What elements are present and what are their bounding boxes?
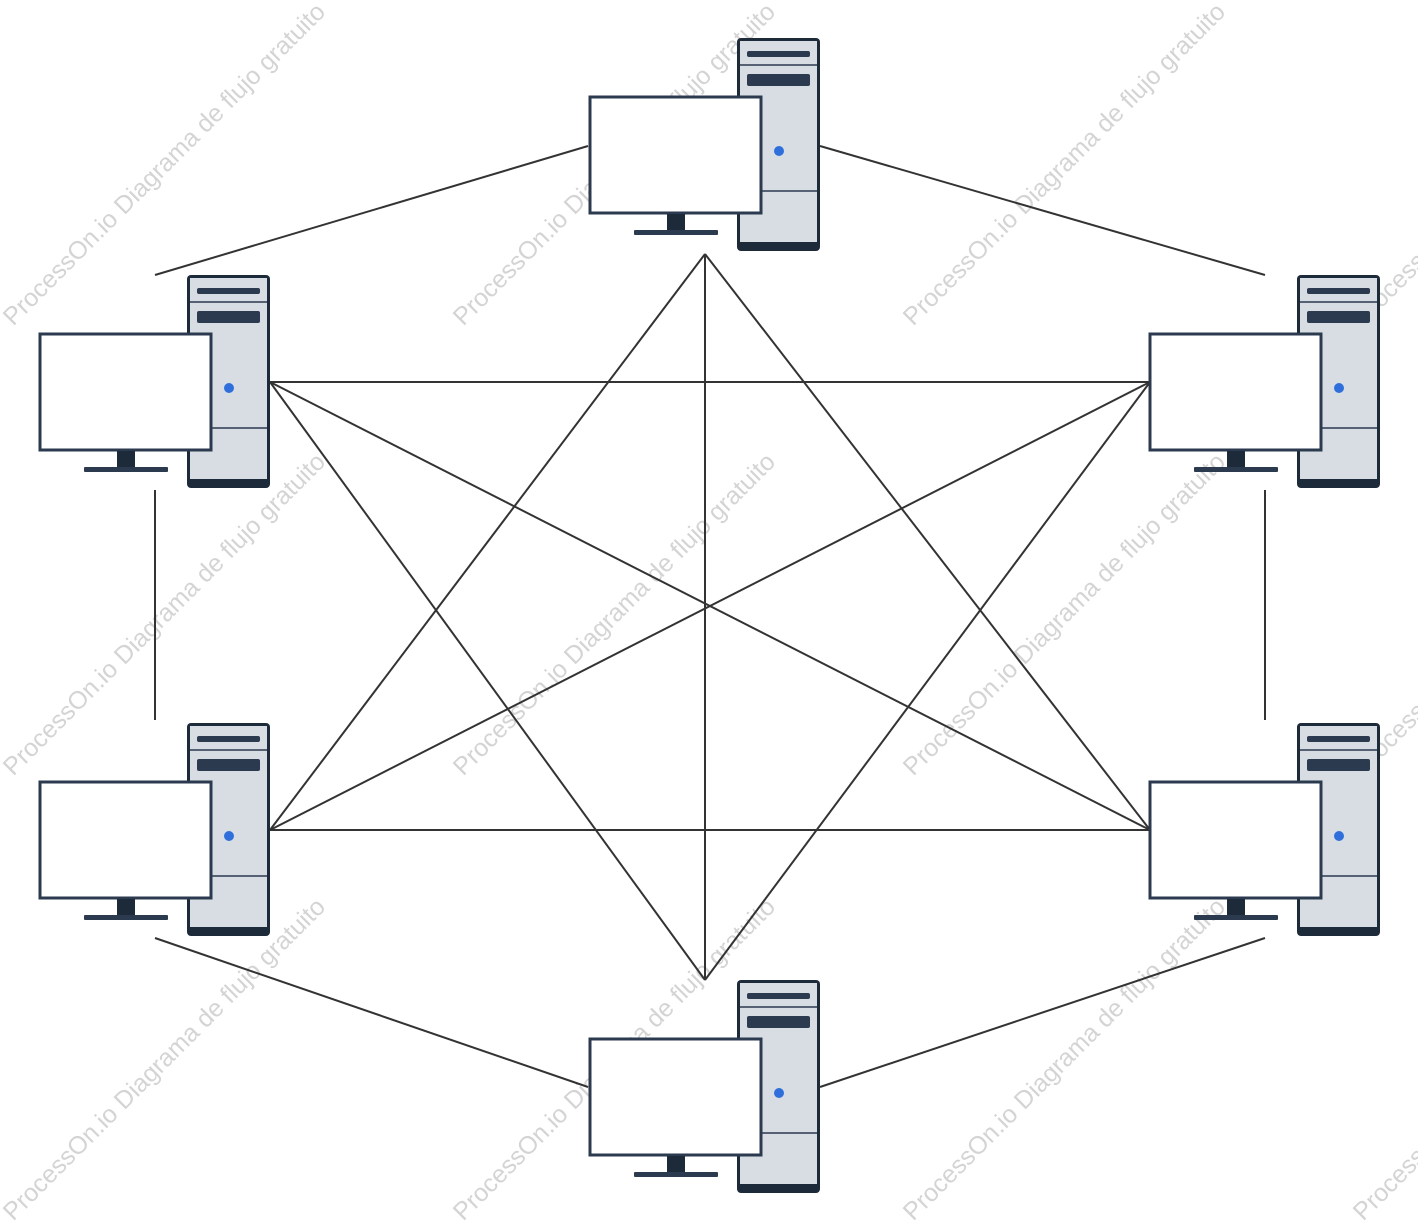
monitor-neck xyxy=(1227,899,1245,916)
computer-upper-left[interactable] xyxy=(38,275,270,488)
drive-bay xyxy=(1307,311,1370,323)
computer-upper-right[interactable] xyxy=(1148,275,1380,488)
drive-slot xyxy=(747,51,810,57)
computer-lower-right[interactable] xyxy=(1148,723,1380,936)
power-led-icon xyxy=(1334,831,1344,841)
computer-lower-left[interactable] xyxy=(38,723,270,936)
watermark-text: ProcessOn.io Diagrama de flujo gratuito xyxy=(898,0,1231,331)
drive-bay xyxy=(747,74,810,86)
monitor-base xyxy=(84,467,168,472)
connection-bottom-to-upper-left xyxy=(269,381,706,981)
drive-slot xyxy=(1307,288,1370,294)
watermark-text: ProcessOn.io Diagrama de flujo gratuito xyxy=(898,893,1231,1226)
monitor-screen xyxy=(38,332,213,452)
desktop-computer-icon xyxy=(588,38,820,251)
monitor-base xyxy=(634,230,718,235)
connection-lower-left-to-bottom xyxy=(154,937,589,1088)
drive-slot xyxy=(1307,736,1370,742)
drive-bay xyxy=(1307,759,1370,771)
power-led-icon xyxy=(224,383,234,393)
monitor-base xyxy=(634,1172,718,1177)
drive-slot xyxy=(747,993,810,999)
connection-lines xyxy=(154,145,1266,1088)
monitor-screen xyxy=(1148,332,1323,452)
connection-lower-right-to-bottom xyxy=(819,937,1266,1088)
connection-top-to-upper-right xyxy=(819,145,1266,276)
watermark-text: ProcessOn.io Diagrama de flujo gratuito xyxy=(1348,893,1418,1226)
power-led-icon xyxy=(774,1088,784,1098)
monitor-base xyxy=(1194,467,1278,472)
drive-bay xyxy=(197,311,260,323)
connection-top-to-lower-left xyxy=(269,253,706,831)
desktop-computer-icon xyxy=(38,275,270,488)
monitor-base xyxy=(1194,915,1278,920)
monitor-neck xyxy=(117,451,135,468)
monitor-screen xyxy=(1148,780,1323,900)
drive-bay xyxy=(197,759,260,771)
connection-lower-left-to-upper-right xyxy=(269,381,1151,831)
drive-bay xyxy=(747,1016,810,1028)
monitor-neck xyxy=(667,1156,685,1173)
desktop-computer-icon xyxy=(38,723,270,936)
monitor-neck xyxy=(667,214,685,231)
computer-top[interactable] xyxy=(588,38,820,251)
drive-slot xyxy=(197,288,260,294)
desktop-computer-icon xyxy=(588,980,820,1193)
desktop-computer-icon xyxy=(1148,275,1380,488)
computer-nodes xyxy=(38,38,1380,1193)
connection-top-to-lower-right xyxy=(704,253,1151,831)
monitor-base xyxy=(84,915,168,920)
monitor-screen xyxy=(38,780,213,900)
watermark-text: ProcessOn.io Diagrama de flujo gratuito xyxy=(0,0,331,331)
connection-top-to-upper-left xyxy=(154,145,589,276)
monitor-neck xyxy=(1227,451,1245,468)
desktop-computer-icon xyxy=(1148,723,1380,936)
power-led-icon xyxy=(774,146,784,156)
watermark-text: ProcessOn.io Diagrama de flujo gratuito xyxy=(0,893,331,1226)
power-led-icon xyxy=(1334,383,1344,393)
power-led-icon xyxy=(224,831,234,841)
monitor-screen xyxy=(588,1037,763,1157)
monitor-neck xyxy=(117,899,135,916)
drive-slot xyxy=(197,736,260,742)
connection-bottom-to-upper-right xyxy=(704,381,1151,981)
watermark-text: ProcessOn.io Diagrama de flujo gratuito xyxy=(0,448,331,781)
monitor-screen xyxy=(588,95,763,215)
computer-bottom[interactable] xyxy=(588,980,820,1193)
